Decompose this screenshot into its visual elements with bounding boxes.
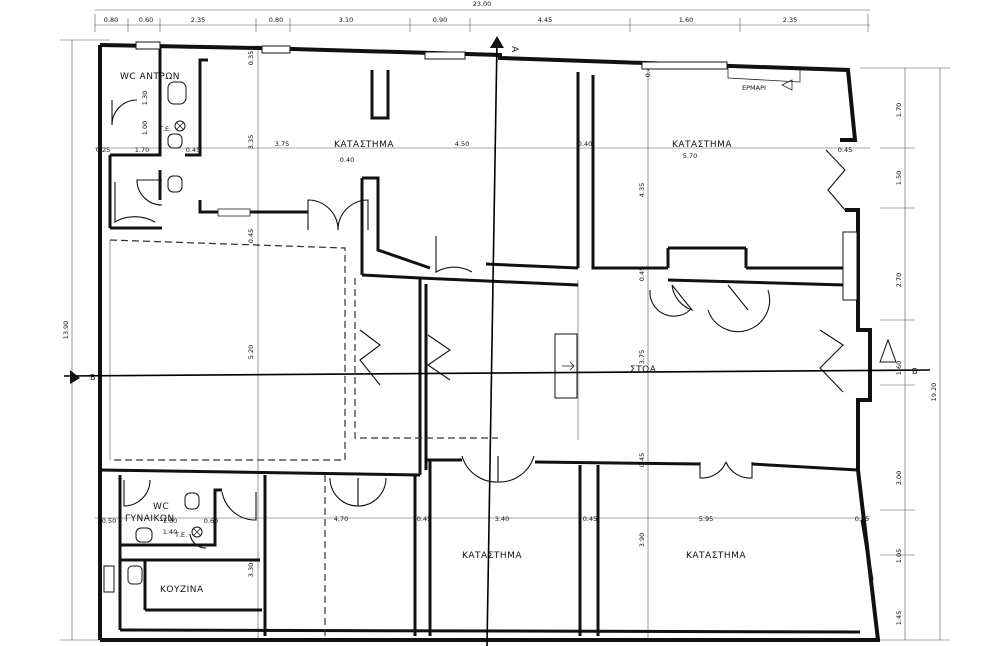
dim-row2-6: 0.45 xyxy=(583,515,597,523)
dim-row-1: 0.25 1.70 0.45 3.75 4.50 0.40 5.70 0.45 xyxy=(96,140,852,160)
dim-row-2: 0.50 1.60 0.60 4.70 0.45 3.40 0.45 5.95 … xyxy=(102,515,869,525)
dim-top-3: 0.80 xyxy=(269,16,283,24)
section-a-label: A xyxy=(509,46,519,53)
dim-right-4: 3.00 xyxy=(895,471,903,485)
room-te-2: Τ.Ε. xyxy=(174,531,187,539)
dim-row1-5: 0.40 xyxy=(578,140,592,148)
dim-top-1: 0.60 xyxy=(139,16,153,24)
dim-inner-d4: 1.00 xyxy=(141,121,149,135)
room-shop-sc: ΚΑΤΑΣΤΗΜΑ xyxy=(462,551,522,561)
dim-inner-d3: 1.30 xyxy=(141,91,149,105)
wc-men-toilet-icon xyxy=(167,81,187,105)
room-wc-men: WC ΑΝΤΡΩΝ xyxy=(120,72,180,82)
wc-women-toilet-icon xyxy=(184,492,200,510)
interior-walls xyxy=(99,48,874,636)
dim-row2-2: 0.60 xyxy=(204,517,218,525)
dim-row1-0: 0.25 xyxy=(96,146,110,154)
room-shop-se: ΚΑΤΑΣΤΗΜΑ xyxy=(686,551,746,561)
dim-inner-d1: 0.35 xyxy=(247,51,255,65)
section-b-left-label: B xyxy=(90,373,96,382)
dim-inner-d10: 3.75 xyxy=(638,350,646,364)
dim-right-total: 19.20 xyxy=(930,383,938,402)
doors xyxy=(111,99,846,549)
dim-row2-3: 4.70 xyxy=(334,515,348,523)
section-a-marker-icon xyxy=(490,36,504,48)
dim-inner-d13: 3.30 xyxy=(247,563,255,577)
dim-right-2: 2.70 xyxy=(895,273,903,287)
section-b-right-label: B xyxy=(912,367,918,376)
room-ermari: ΕΡΜΑΡΙ xyxy=(742,84,766,92)
kitchen-sink-icon xyxy=(127,565,143,585)
dim-inner-d15: 1.40 xyxy=(163,528,177,536)
room-te-1: Τ.Ε. xyxy=(158,125,171,133)
dim-row2-5: 3.40 xyxy=(495,515,509,523)
dim-top-5: 0.90 xyxy=(433,16,447,24)
room-labels: WC ΑΝΤΡΩΝ ΚΑΤΑΣΤΗΜΑ ΚΑΤΑΣΤΗΜΑ ΣΤΟΑ WC ΓΥ… xyxy=(120,72,766,595)
dim-inner-d7: 0.40 xyxy=(340,156,354,164)
kitchen-counter-icon xyxy=(103,565,115,593)
dim-row2-7: 5.95 xyxy=(699,515,713,523)
dim-row1-7: 0.45 xyxy=(838,146,852,154)
dim-top-0: 0.80 xyxy=(104,16,118,24)
dim-inner: 0.35 3.35 1.30 1.00 0.45 5.20 0.40 4.35 … xyxy=(141,51,652,577)
stoa-arrow-icon xyxy=(562,361,575,371)
dim-top-8: 2.35 xyxy=(783,16,797,24)
dim-inner-d5: 0.45 xyxy=(247,229,255,243)
dim-inner-d2: 3.35 xyxy=(247,135,255,149)
wc-men-basin-icon xyxy=(167,133,183,149)
dim-inner-d8: 4.35 xyxy=(638,183,646,197)
dim-row2-4: 0.45 xyxy=(417,515,431,523)
section-axes: A B B xyxy=(63,36,931,646)
room-shop-ne: ΚΑΤΑΣΤΗΜΑ xyxy=(672,140,732,150)
dim-right-6: 1.45 xyxy=(895,611,903,625)
dim-row1-1: 1.70 xyxy=(135,146,149,154)
dim-inner-d11: 0.45 xyxy=(638,453,646,467)
cabinet-arrow-icon xyxy=(781,79,793,91)
fixtures xyxy=(103,66,801,593)
dim-right-0: 1.70 xyxy=(895,103,903,117)
section-b-right-marker-icon xyxy=(879,338,897,363)
dim-inner-d14: 0.40 xyxy=(644,63,652,77)
dim-right-1: 1.50 xyxy=(895,171,903,185)
room-shop-nw: ΚΑΤΑΣΤΗΜΑ xyxy=(334,140,394,150)
dim-row1-3: 3.75 xyxy=(275,140,289,148)
dim-row1-6: 5.70 xyxy=(683,152,697,160)
wc-women-sink-icon xyxy=(135,527,153,543)
dim-top-4: 3.10 xyxy=(339,16,353,24)
dim-top-7: 1.60 xyxy=(679,16,693,24)
windows xyxy=(135,41,858,301)
room-wc-women-2: ΓΥΝΑΙΚΩΝ xyxy=(125,514,175,524)
dim-row2-1: 1.60 xyxy=(163,517,177,525)
dim-row1-2: 0.45 xyxy=(186,146,200,154)
room-kitchen: ΚΟΥΖΙΝΑ xyxy=(160,585,204,595)
dim-top-total: 23.00 xyxy=(473,0,492,8)
dim-top-2: 2.35 xyxy=(191,16,205,24)
dim-inner-d6: 5.20 xyxy=(247,345,255,359)
dim-left-total: 13.90 xyxy=(62,321,70,340)
dim-right-5: 1.05 xyxy=(895,549,903,563)
section-b-left-marker-icon xyxy=(70,370,80,384)
top-dimension-chain: 23.00 0.80 0.60 2.35 0.80 3.10 0.90 4.45… xyxy=(94,0,870,32)
outer-walls xyxy=(98,43,880,642)
dimension-frame: 13.90 19.20 1.70 1.50 2.70 1.60 3.00 1.0… xyxy=(60,39,950,641)
dashed-lines xyxy=(109,239,498,636)
room-wc-women-1: WC xyxy=(153,502,169,512)
wc-lobby-toilet-icon xyxy=(167,175,183,193)
dim-top-6: 4.45 xyxy=(538,16,552,24)
dim-row2-0: 0.50 xyxy=(102,517,116,525)
dim-inner-d12: 3.90 xyxy=(638,533,646,547)
room-stoa: ΣΤΟΑ xyxy=(630,365,657,375)
dim-right-3: 1.60 xyxy=(895,361,903,375)
dim-row1-4: 4.50 xyxy=(455,140,469,148)
dim-inner-d9: 0.45 xyxy=(638,267,646,281)
